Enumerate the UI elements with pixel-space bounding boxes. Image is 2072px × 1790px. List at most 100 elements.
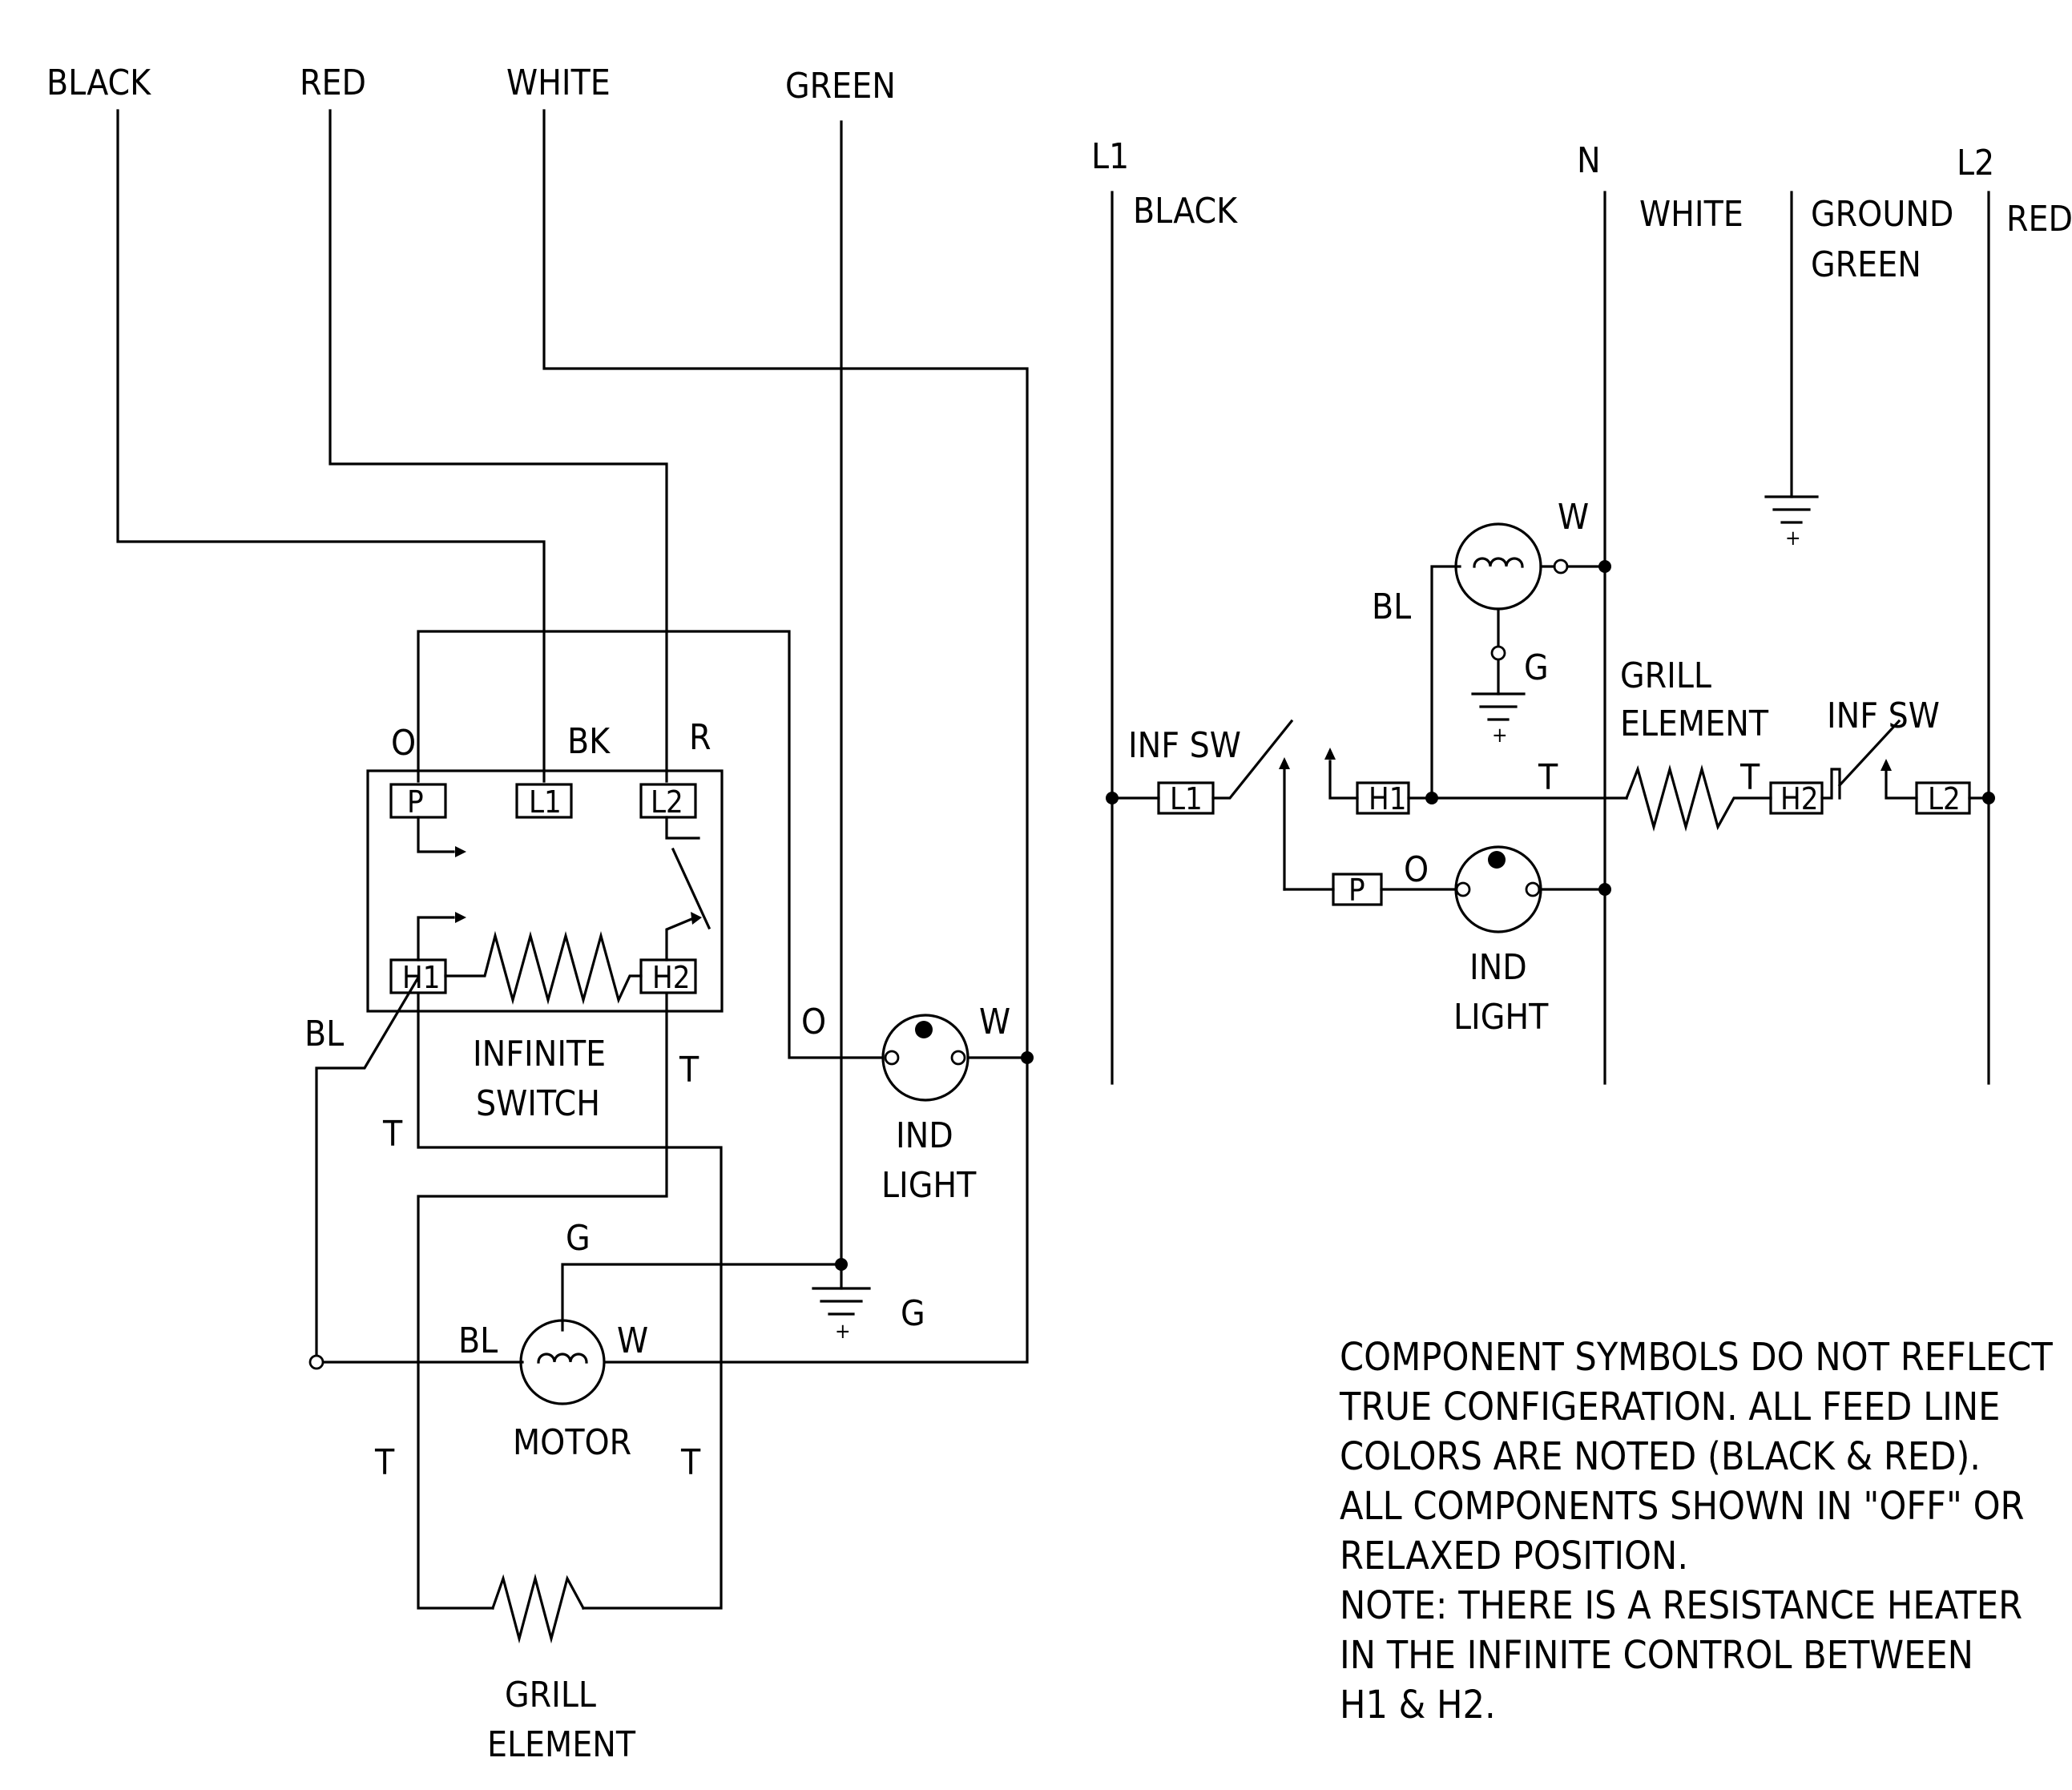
wire-white: [542, 109, 1029, 1364]
label-o-ind: O: [801, 1002, 826, 1042]
label-grill: GRILL: [505, 1675, 596, 1715]
wire-p-orange: [417, 630, 883, 1059]
label-element: ELEMENT: [487, 1724, 636, 1765]
contact-h2-arrow: [691, 912, 702, 925]
contact-l2-blade: [671, 847, 711, 930]
label-ind: IND: [896, 1115, 953, 1156]
sch-terminal-h1-label: H1: [1369, 781, 1406, 816]
sch-ind-light-terminal-o: [1455, 881, 1471, 897]
wire-motor-bl: [1430, 565, 1461, 800]
sch-grill-element-resistor: [1624, 764, 1772, 832]
inf-sw-right-arrow: [1881, 759, 1892, 771]
notes-block: COMPONENT SYMBOLS DO NOT REFLECT TRUE CO…: [1339, 1335, 2053, 1728]
ground-bus-plus: +: [1785, 526, 1801, 550]
label-t-left-lower: T: [374, 1442, 395, 1483]
sch-motor-winding: [1473, 557, 1524, 568]
wire-black: [116, 109, 546, 783]
ground-plus: +: [835, 1320, 851, 1344]
label-g-ground: G: [901, 1293, 925, 1334]
terminal-l2-label: L2: [651, 784, 683, 820]
junction-motor-bl-end: [308, 1354, 325, 1370]
junction-ind-n: [1598, 883, 1611, 896]
label-bl-sch-motor: BL: [1372, 587, 1411, 627]
note-line-5: RELAXED POSITION.: [1340, 1534, 1688, 1578]
terminal-l1: [515, 783, 573, 819]
infinite-switch-box: [366, 769, 724, 1013]
sch-motor-terminal-g: [1490, 645, 1506, 661]
label-g-motor: G: [566, 1218, 591, 1259]
junction-l2: [1982, 792, 1995, 804]
ind-light-terminal-w: [950, 1050, 966, 1066]
note-line-6: NOTE: THERE IS A RESISTANCE HEATER: [1340, 1583, 2022, 1628]
switch-heater-resistor: [444, 930, 643, 1006]
contact-h1: [417, 916, 455, 962]
label-t-right-lower: T: [680, 1442, 701, 1483]
connection-diagram: BLACK RED WHITE GREEN P L1 L2 H1 H2: [46, 62, 1034, 1765]
sch-terminal-p-label: P: [1348, 873, 1365, 908]
label-grill-sch: GRILL: [1620, 655, 1711, 696]
line-label-l1: L1: [1091, 136, 1129, 177]
inf-sw-right-arrow-line: [1885, 768, 1918, 800]
label-inf-sw-left: INF SW: [1128, 725, 1241, 766]
contact-l2: [665, 816, 700, 840]
label-light-sch: LIGHT: [1453, 997, 1549, 1038]
note-line-7: IN THE INFINITE CONTROL BETWEEN: [1340, 1633, 1973, 1678]
label-ind-sch: IND: [1469, 947, 1527, 988]
label-bl-motor: BL: [458, 1320, 498, 1361]
note-line-4: ALL COMPONENTS SHOWN IN "OFF" OR: [1340, 1484, 2025, 1529]
h1-arrow: [1324, 748, 1336, 760]
note-line-2: TRUE CONFIGERATION. ALL FEED LINE: [1339, 1385, 2000, 1429]
sch-terminal-l2-label: L2: [1928, 781, 1961, 816]
terminal-l2: [639, 783, 697, 819]
wire-motor-ground: [561, 1263, 843, 1332]
label-t-left-upper: T: [382, 1114, 403, 1155]
sch-ind-light-terminal-n: [1525, 881, 1541, 897]
schematic-diagram: L1 BLACK N WHITE GROUND GREEN L2 RED + L…: [1091, 136, 2072, 1085]
junction-white-ind: [1021, 1051, 1034, 1064]
motor-winding: [537, 1353, 588, 1364]
label-element-sch: ELEMENT: [1620, 704, 1769, 744]
wire-label-green: GREEN: [785, 66, 896, 107]
label-infinite: INFINITE: [473, 1034, 606, 1074]
terminal-h1-label: H1: [402, 960, 440, 995]
ind-light-terminal-o: [884, 1050, 900, 1066]
label-motor: MOTOR: [513, 1422, 631, 1463]
inf-sw-right-contact: [1820, 768, 1841, 800]
label-t-right-upper: T: [679, 1050, 699, 1091]
note-line-3: COLORS ARE NOTED (BLACK & RED).: [1340, 1434, 1981, 1479]
label-t-left-sch: T: [1538, 757, 1558, 798]
label-r: R: [689, 717, 711, 758]
sch-terminal-l1-label: L1: [1170, 781, 1203, 816]
junction-motor-n: [1598, 560, 1611, 573]
label-o-sch: O: [1404, 849, 1429, 890]
wire-label-white: WHITE: [506, 62, 611, 103]
wire-h1-arrow: [1328, 760, 1359, 800]
note-line-8: H1 & H2.: [1340, 1683, 1496, 1728]
grill-element-resistor: [490, 1573, 586, 1644]
sch-motor: [1454, 522, 1542, 611]
label-o-top: O: [391, 723, 416, 764]
note-line-1: COMPONENT SYMBOLS DO NOT REFLECT: [1340, 1335, 2053, 1380]
label-w-motor: W: [617, 1320, 648, 1361]
line-label-green: GREEN: [1811, 244, 1921, 285]
line-label-white: WHITE: [1639, 194, 1743, 235]
line-label-n: N: [1577, 140, 1601, 181]
ind-light-lamp-dot: [915, 1021, 933, 1038]
sch-motor-ground-plus: +: [1492, 724, 1508, 748]
label-bl-switch: BL: [304, 1014, 344, 1054]
label-light: LIGHT: [881, 1165, 977, 1206]
label-w-sch-motor: W: [1558, 497, 1589, 538]
label-w-ind: W: [979, 1002, 1010, 1042]
sch-terminal-h2-label: H2: [1780, 781, 1818, 816]
ind-light: [881, 1014, 969, 1102]
line-label-red: RED: [2006, 199, 2072, 240]
switch-common-arrow: [1279, 757, 1290, 769]
inf-sw-left-blade: [1211, 719, 1294, 800]
sch-motor-terminal-w: [1553, 558, 1569, 574]
contact-p-arrow: [455, 846, 466, 857]
wire-label-black: BLACK: [46, 62, 151, 103]
motor: [519, 1319, 606, 1405]
terminal-h2-label: H2: [652, 960, 690, 995]
wire-h1-bl: [315, 975, 524, 1364]
